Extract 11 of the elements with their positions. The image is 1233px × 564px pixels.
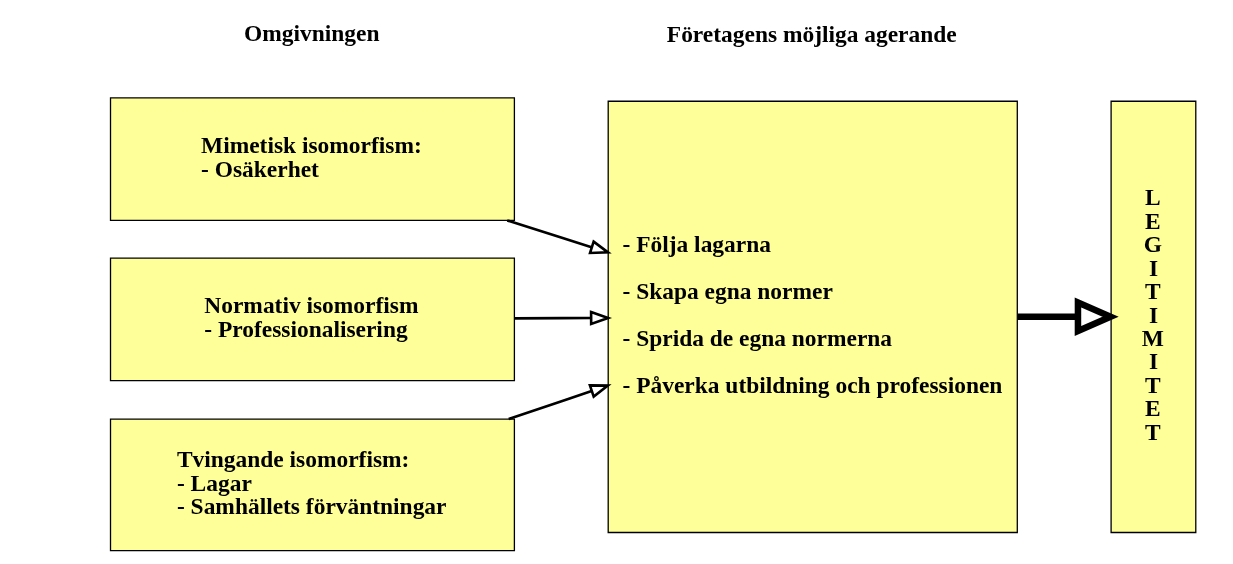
node-box: L E G I T I M I T E T xyxy=(1110,100,1197,534)
node-box: Tvingande isomorfism: - Lagar - Samhällets förväntningar xyxy=(109,418,516,552)
arrow xyxy=(514,310,613,326)
label: Företagens möjliga agerande xyxy=(666,21,957,48)
node-box: Normativ isomorfism - Professionalisering xyxy=(109,257,516,382)
arrow xyxy=(508,384,612,421)
arrow xyxy=(1017,297,1119,337)
node-box: - Följa lagarna - Skapa egna normer - Sprida de egna normerna - Påverka utbildning och professionen xyxy=(607,100,1018,534)
label: Omgivningen xyxy=(244,20,380,47)
arrow xyxy=(506,219,612,255)
node-box: Mimetisk isomorfism: - Osäkerhet xyxy=(109,97,516,222)
